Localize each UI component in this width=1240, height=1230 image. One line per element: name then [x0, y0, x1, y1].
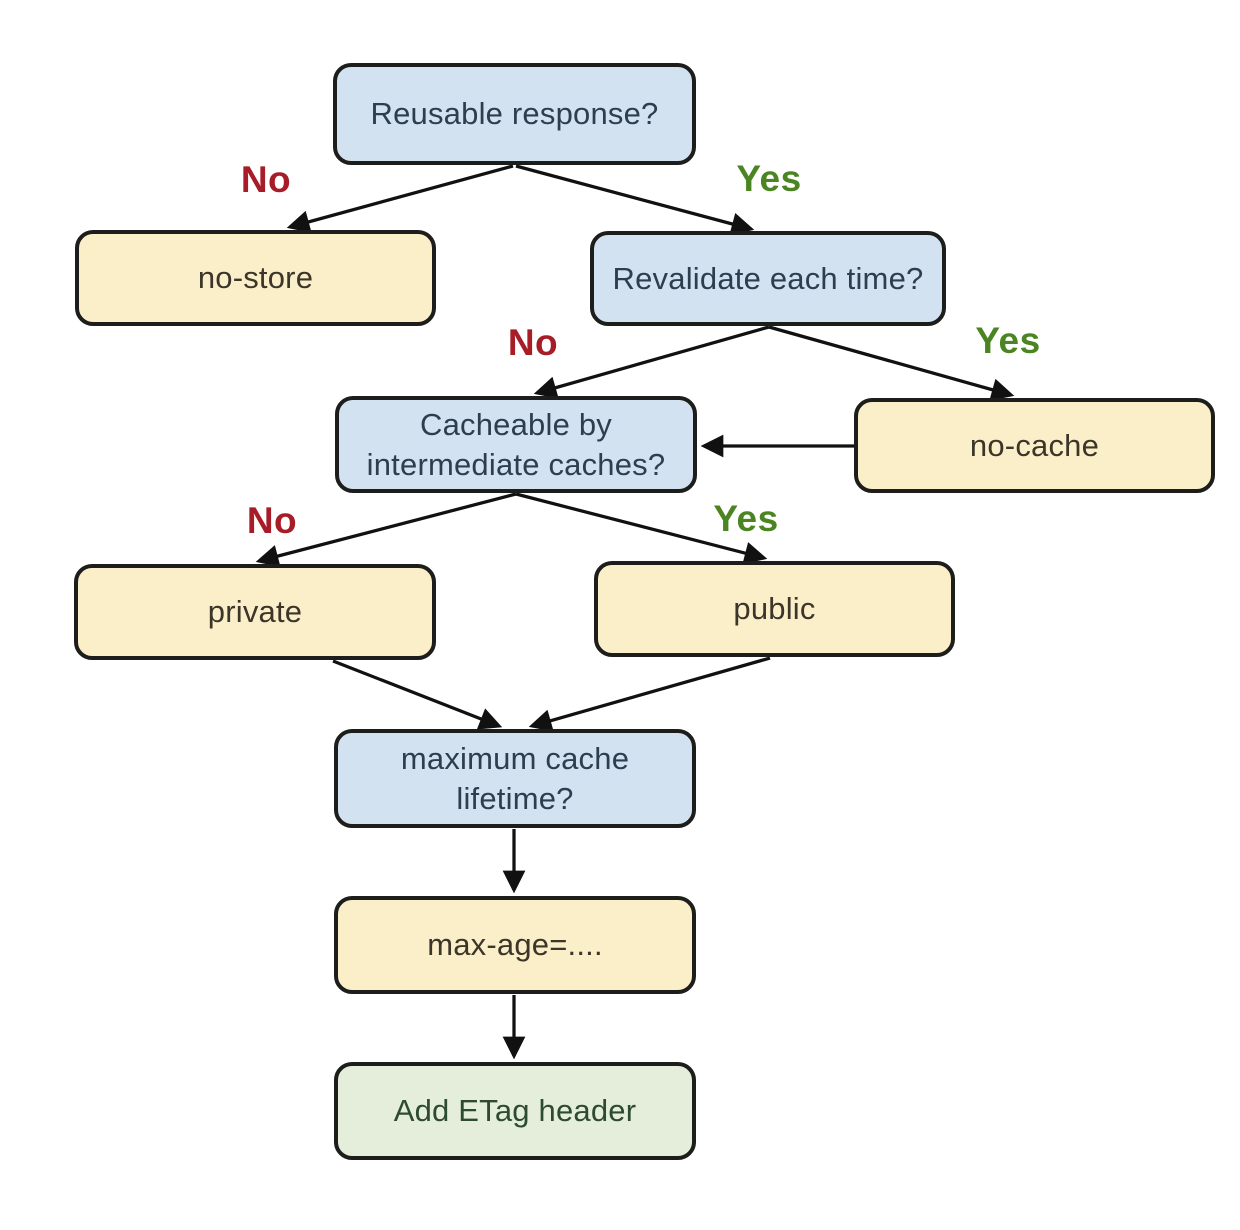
- edge-revalidate-no-to-cacheable: [533, 325, 770, 399]
- node-max-age: max-age=....: [334, 896, 696, 994]
- node-reusable-response: Reusable response?: [333, 63, 696, 165]
- branch-label-no-3: No: [246, 500, 298, 541]
- edge-private-to-max-lifetime: [332, 659, 503, 730]
- edge-reusable-no-to-no-store: [286, 164, 514, 233]
- edge-cacheable-yes-to-public: [515, 492, 768, 565]
- node-no-store: no-store: [75, 230, 436, 326]
- node-private: private: [74, 564, 436, 660]
- branch-label-no-1: No: [240, 159, 292, 200]
- branch-label-yes-1: Yes: [736, 158, 802, 199]
- branch-label-yes-3: Yes: [713, 498, 779, 539]
- node-maximum-cache-lifetime: maximum cache lifetime?: [334, 729, 696, 828]
- node-public: public: [594, 561, 955, 657]
- edge-revalidate-yes-to-no-cache: [768, 325, 1015, 401]
- edge-public-to-max-lifetime: [528, 656, 771, 732]
- edge-reusable-yes-to-revalidate: [515, 164, 755, 235]
- node-add-etag-header: Add ETag header: [334, 1062, 696, 1160]
- node-cacheable-by-intermediate-caches: Cacheable by intermediate caches?: [335, 396, 697, 493]
- node-no-cache: no-cache: [854, 398, 1215, 493]
- edge-cacheable-no-to-private: [255, 492, 517, 568]
- node-revalidate-each-time: Revalidate each time?: [590, 231, 946, 326]
- branch-label-no-2: No: [507, 322, 559, 363]
- branch-label-yes-2: Yes: [975, 320, 1041, 361]
